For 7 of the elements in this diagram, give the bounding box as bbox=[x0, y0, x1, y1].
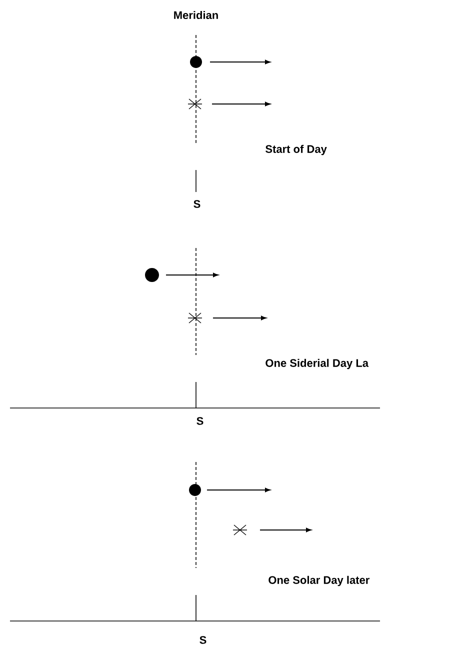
label: One Solar Day later bbox=[268, 576, 370, 586]
label: Start of Day bbox=[266, 144, 327, 156]
label: S bbox=[194, 200, 200, 208]
label: S bbox=[200, 636, 206, 644]
label: Meridian bbox=[174, 10, 218, 20]
label: One Siderial Day La bbox=[266, 358, 369, 370]
label: S bbox=[196, 417, 204, 425]
